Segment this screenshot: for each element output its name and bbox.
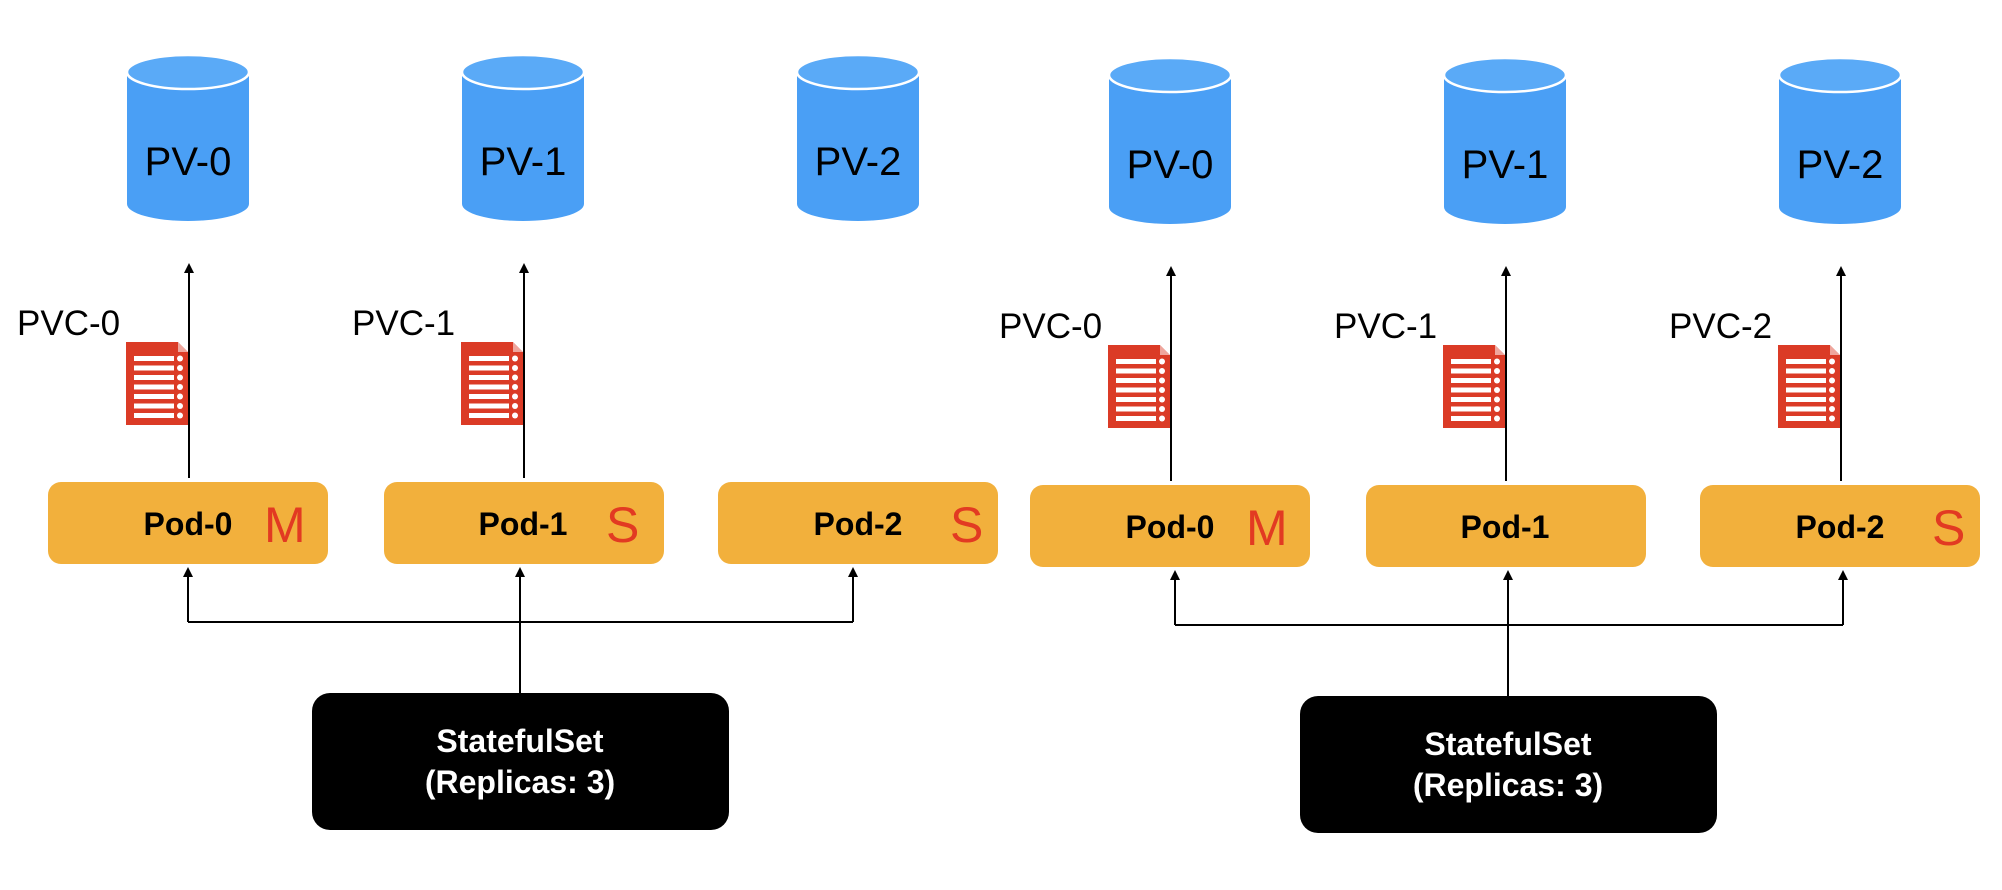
statefulset-connector	[1170, 570, 1848, 697]
pod-box	[384, 482, 664, 564]
statefulset-diagram-right: PV-0 PV-1 PV-2 PVC-0 PVC-1	[999, 56, 1980, 833]
persistent-volume-1: PV-1	[460, 53, 586, 221]
pod-0: Pod-0 M	[48, 482, 328, 564]
pod-label: Pod-0	[144, 506, 233, 542]
pod-box	[1030, 485, 1310, 567]
statefulset-title: StatefulSet	[1424, 726, 1591, 762]
pod-box	[48, 482, 328, 564]
volume-label: PV-1	[1462, 143, 1549, 187]
persistent-volume-0: PV-0	[125, 53, 251, 221]
database-cylinder-icon	[127, 72, 249, 221]
database-cylinder-icon	[1109, 75, 1231, 224]
claim-document-icon	[461, 342, 523, 425]
volume-label: PV-2	[815, 140, 902, 184]
statefulset-replicas: (Replicas: 3)	[1413, 767, 1603, 803]
pod-1: Pod-1 S	[384, 482, 664, 564]
volume-claim-0: PVC-0	[17, 304, 188, 425]
database-cylinder-icon	[797, 72, 919, 221]
persistent-volume-1: PV-1	[1442, 56, 1568, 224]
database-cylinder-icon	[1444, 75, 1566, 224]
claim-document-icon	[126, 342, 188, 425]
pod-label: Pod-0	[1126, 509, 1215, 545]
statefulset-title: StatefulSet	[436, 723, 603, 759]
database-cylinder-top	[1777, 56, 1903, 94]
pod-1: Pod-1	[1366, 485, 1646, 567]
pod-2: Pod-2 S	[1700, 485, 1980, 567]
statefulset-box-bg	[312, 693, 729, 830]
volume-claim-1: PVC-1	[352, 304, 523, 425]
statefulset-box: StatefulSet (Replicas: 3)	[1300, 696, 1717, 833]
pod-role-badge: S	[1932, 500, 1965, 556]
claim-document-icon	[1108, 345, 1170, 428]
database-cylinder-top	[1107, 56, 1233, 94]
pod-role-badge: M	[264, 497, 306, 553]
pod-role-badge: S	[950, 497, 983, 553]
statefulset-box-bg	[1300, 696, 1717, 833]
pod-label: Pod-1	[1461, 509, 1550, 545]
pod-role-badge: S	[606, 497, 639, 553]
pod-box	[718, 482, 998, 564]
volume-label: PV-1	[480, 140, 567, 184]
volume-label: PV-2	[1797, 143, 1884, 187]
database-cylinder-top	[1442, 56, 1568, 94]
volume-claim-0: PVC-0	[999, 307, 1170, 428]
pod-box	[1366, 485, 1646, 567]
database-cylinder-icon	[1779, 75, 1901, 224]
pod-role-badge: M	[1246, 500, 1288, 556]
pod-label: Pod-2	[1796, 509, 1885, 545]
statefulset-connector	[183, 567, 858, 694]
pod-box	[1700, 485, 1980, 567]
volume-label: PV-0	[145, 140, 232, 184]
volume-claim-1: PVC-1	[1334, 307, 1505, 428]
persistent-volume-0: PV-0	[1107, 56, 1233, 224]
statefulset-diagram-left: PV-0 PV-1 PV-2 PVC-0 PVC-1	[17, 53, 998, 830]
volume-claim-2: PVC-2	[1669, 307, 1840, 428]
database-cylinder-top	[460, 53, 586, 91]
statefulset-box: StatefulSet (Replicas: 3)	[312, 693, 729, 830]
pod-label: Pod-2	[814, 506, 903, 542]
claim-document-icon	[1443, 345, 1505, 428]
statefulset-replicas: (Replicas: 3)	[425, 764, 615, 800]
claim-label: PVC-1	[1334, 307, 1437, 346]
database-cylinder-top	[125, 53, 251, 91]
claim-label: PVC-2	[1669, 307, 1772, 346]
pod-2: Pod-2 S	[718, 482, 998, 564]
pod-0: Pod-0 M	[1030, 485, 1310, 567]
claim-label: PVC-1	[352, 304, 455, 343]
volume-label: PV-0	[1127, 143, 1214, 187]
persistent-volume-2: PV-2	[1777, 56, 1903, 224]
claim-label: PVC-0	[999, 307, 1102, 346]
persistent-volume-2: PV-2	[795, 53, 921, 221]
database-cylinder-icon	[462, 72, 584, 221]
database-cylinder-top	[795, 53, 921, 91]
claim-document-icon	[1778, 345, 1840, 428]
pod-label: Pod-1	[479, 506, 568, 542]
claim-label: PVC-0	[17, 304, 120, 343]
